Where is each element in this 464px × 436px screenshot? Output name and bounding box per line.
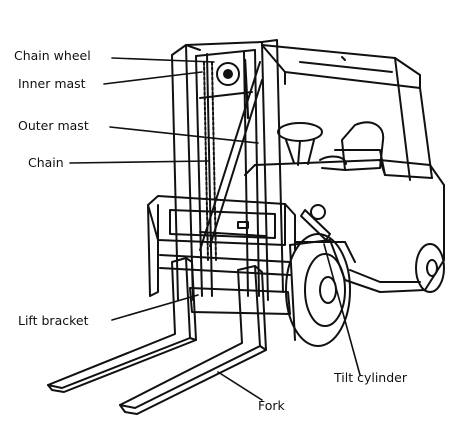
front-wheel — [285, 233, 356, 347]
rear-wheel — [415, 243, 445, 293]
label-lift-bracket: Lift bracket — [18, 313, 89, 328]
label-outer-mast: Outer mast — [18, 118, 89, 133]
label-inner-mast: Inner mast — [18, 76, 86, 91]
leader-lines — [69, 57, 361, 401]
right-fork — [119, 265, 267, 415]
label-chain: Chain — [28, 155, 64, 170]
label-tilt-cylinder: Tilt cylinder — [334, 370, 407, 385]
seat — [319, 121, 385, 171]
overhead-guard — [261, 44, 433, 181]
outer-mast — [171, 39, 284, 301]
inner-mast — [195, 49, 260, 297]
tilt-cylinder — [300, 204, 331, 241]
left-fork — [47, 257, 197, 393]
label-chain-wheel: Chain wheel — [14, 48, 91, 63]
steering-wheel — [277, 122, 323, 166]
mast-brace — [199, 61, 263, 251]
lift-bracket — [147, 195, 296, 315]
label-fork: Fork — [258, 398, 285, 413]
